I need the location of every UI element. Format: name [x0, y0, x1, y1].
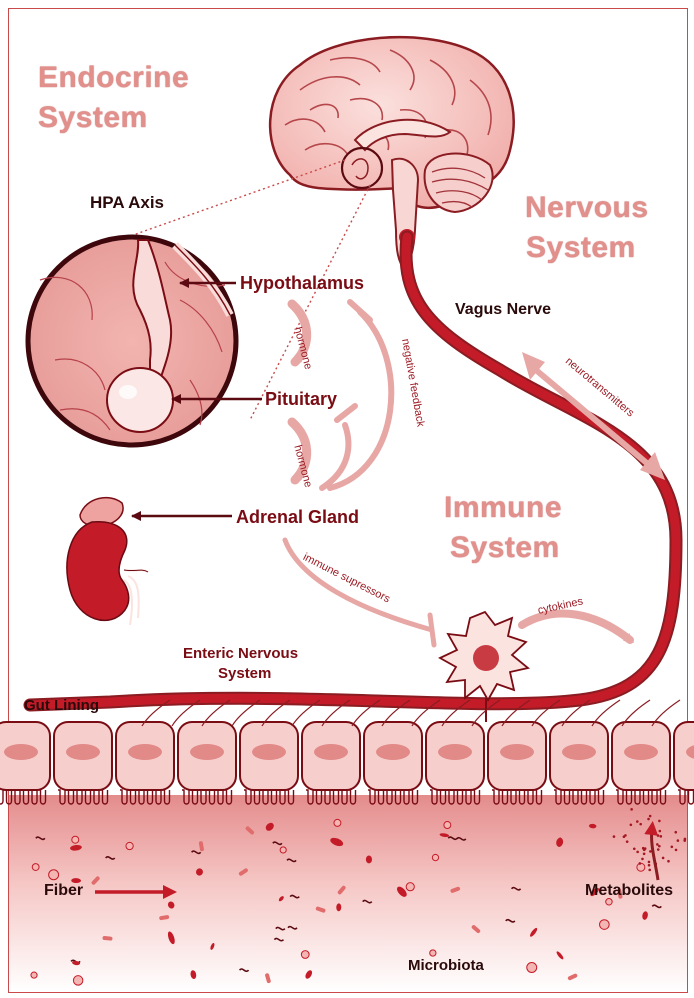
epithelial-cell	[240, 722, 298, 804]
microbe	[280, 847, 286, 853]
immune-system-label-line2: System	[450, 532, 560, 564]
microbiota-label: Microbiota	[408, 958, 484, 974]
metabolite-dot	[630, 823, 633, 826]
microbe	[126, 842, 133, 849]
metabolite-dot	[675, 849, 678, 852]
microbe	[49, 870, 59, 880]
microbe	[301, 951, 309, 959]
metabolite-dot	[657, 834, 660, 837]
cytokines-arrow	[522, 614, 630, 640]
enteric-nervous-system-label-line2: System	[218, 666, 271, 682]
metabolite-dot	[671, 846, 674, 849]
microbe	[600, 920, 610, 930]
metabolite-dot	[646, 831, 649, 834]
metabolite-dot	[657, 848, 660, 851]
epithelial-cell	[178, 722, 236, 804]
microbe	[444, 822, 451, 829]
microbe	[527, 963, 537, 973]
metabolite-dot	[636, 820, 639, 823]
metabolite-dot	[658, 845, 661, 848]
metabolite-dot	[658, 820, 661, 823]
metabolite-dot	[674, 831, 677, 834]
epithelial-cell	[426, 722, 484, 804]
metabolite-dot	[639, 862, 642, 865]
hypothalamus-label: Hypothalamus	[240, 274, 364, 293]
microbe	[32, 864, 39, 871]
metabolite-dot	[667, 860, 670, 863]
epithelial-cell	[364, 722, 422, 804]
immune-system-label-line1: Immune	[444, 492, 562, 524]
metabolite-dot	[626, 840, 629, 843]
metabolite-dot	[641, 858, 644, 861]
metabolite-dot	[636, 851, 639, 854]
metabolite-dot	[613, 835, 616, 838]
metabolite-dot	[677, 839, 680, 842]
metabolite-dot	[643, 852, 646, 855]
metabolite-dot	[649, 815, 652, 818]
metabolite-dot	[656, 843, 659, 846]
metabolite-dot	[660, 835, 663, 838]
neurotransmitters-arrow	[522, 352, 665, 480]
endocrine-system-label-line1: Endocrine	[38, 62, 189, 94]
epithelial-cell	[674, 722, 694, 804]
metabolite-dot	[684, 838, 687, 841]
brain-illustration	[270, 37, 513, 270]
metabolite-dot	[659, 830, 662, 833]
microbe	[334, 819, 341, 826]
metabolite-dot	[648, 864, 651, 867]
epithelial-cell	[550, 722, 608, 804]
gut-lining-label: Gut Lining	[24, 698, 99, 714]
metabolite-dot	[639, 823, 642, 826]
microbe	[31, 972, 37, 978]
metabolite-dot	[648, 861, 651, 864]
microbe	[406, 883, 414, 891]
metabolite-dot	[633, 847, 636, 850]
metabolite-dot	[643, 848, 646, 851]
microbe	[73, 976, 82, 985]
epithelial-cell	[612, 722, 670, 804]
microbe	[637, 863, 645, 871]
epithelial-cell	[302, 722, 360, 804]
pituitary-label: Pituitary	[265, 390, 337, 409]
microbe	[432, 854, 438, 860]
endocrine-system-label-line2: System	[38, 102, 148, 134]
metabolite-dot	[648, 869, 651, 872]
nervous-system-label-line1: Nervous	[525, 192, 649, 224]
metabolites-label: Metabolites	[585, 883, 673, 900]
metabolite-dot	[647, 818, 650, 821]
epithelial-cell	[488, 722, 546, 804]
adrenal-gland-label: Adrenal Gland	[236, 508, 359, 527]
metabolite-dot	[630, 808, 633, 811]
enteric-nervous-system-label-line1: Enteric Nervous	[183, 646, 298, 662]
nervous-system-label-line2: System	[526, 232, 636, 264]
vagus-nerve-label: Vagus Nerve	[455, 302, 551, 319]
hpa-axis-label: HPA Axis	[90, 194, 164, 212]
metabolite-dot	[624, 834, 627, 837]
metabolite-dot	[662, 857, 665, 860]
gut-lining-cells	[0, 722, 694, 804]
epithelial-cell	[116, 722, 174, 804]
hpa-magnified-view	[28, 237, 236, 445]
microbe	[72, 836, 79, 843]
fiber-label: Fiber	[44, 883, 83, 900]
microbe	[430, 950, 436, 956]
epithelial-cell	[54, 722, 112, 804]
epithelial-cell	[0, 722, 50, 804]
